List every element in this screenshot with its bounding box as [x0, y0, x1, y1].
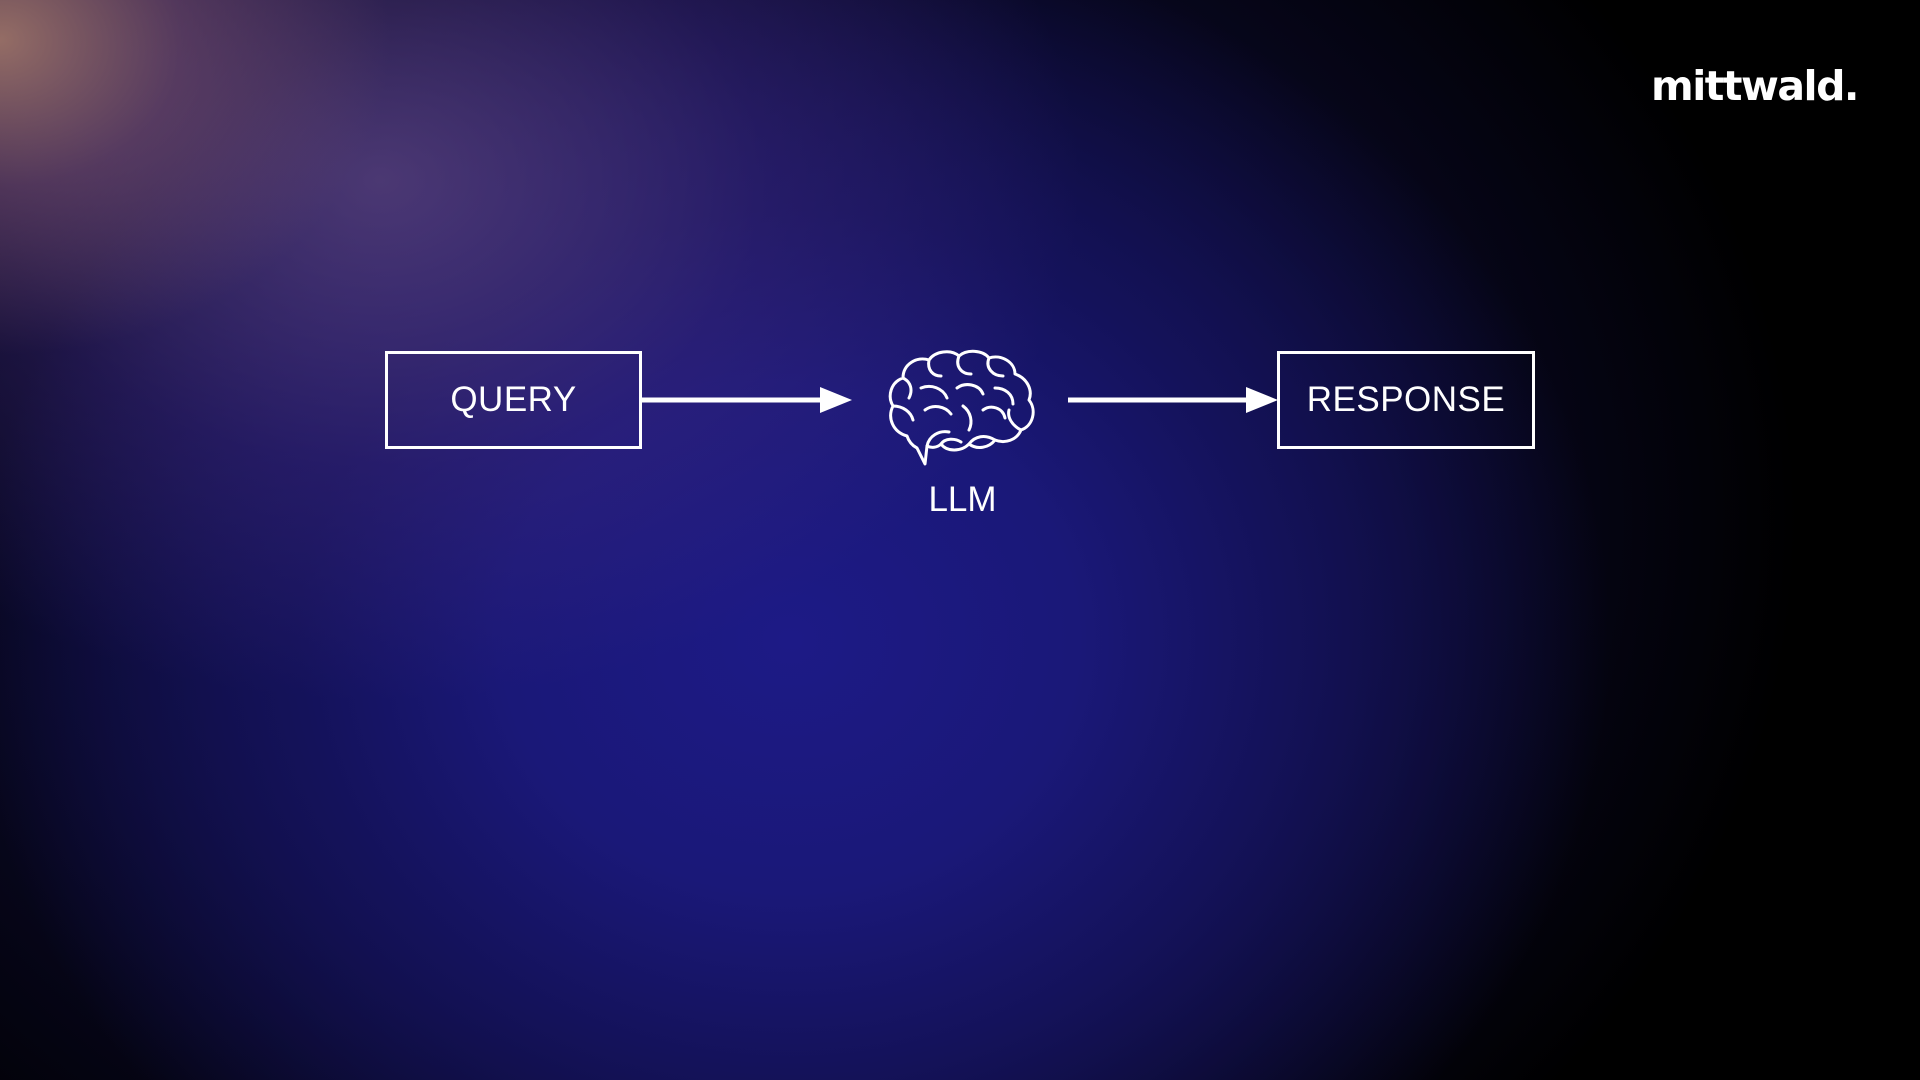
response-label: RESPONSE [1306, 380, 1506, 419]
arrow-right-icon [642, 387, 852, 413]
arrow-right-icon [1068, 387, 1278, 413]
brain-icon [888, 349, 1035, 466]
brand-logo: mittwald. [1651, 62, 1860, 110]
query-box: QUERY [385, 351, 642, 449]
llm-label: LLM [928, 480, 997, 519]
query-label: QUERY [450, 380, 577, 419]
response-box: RESPONSE [1277, 351, 1535, 449]
